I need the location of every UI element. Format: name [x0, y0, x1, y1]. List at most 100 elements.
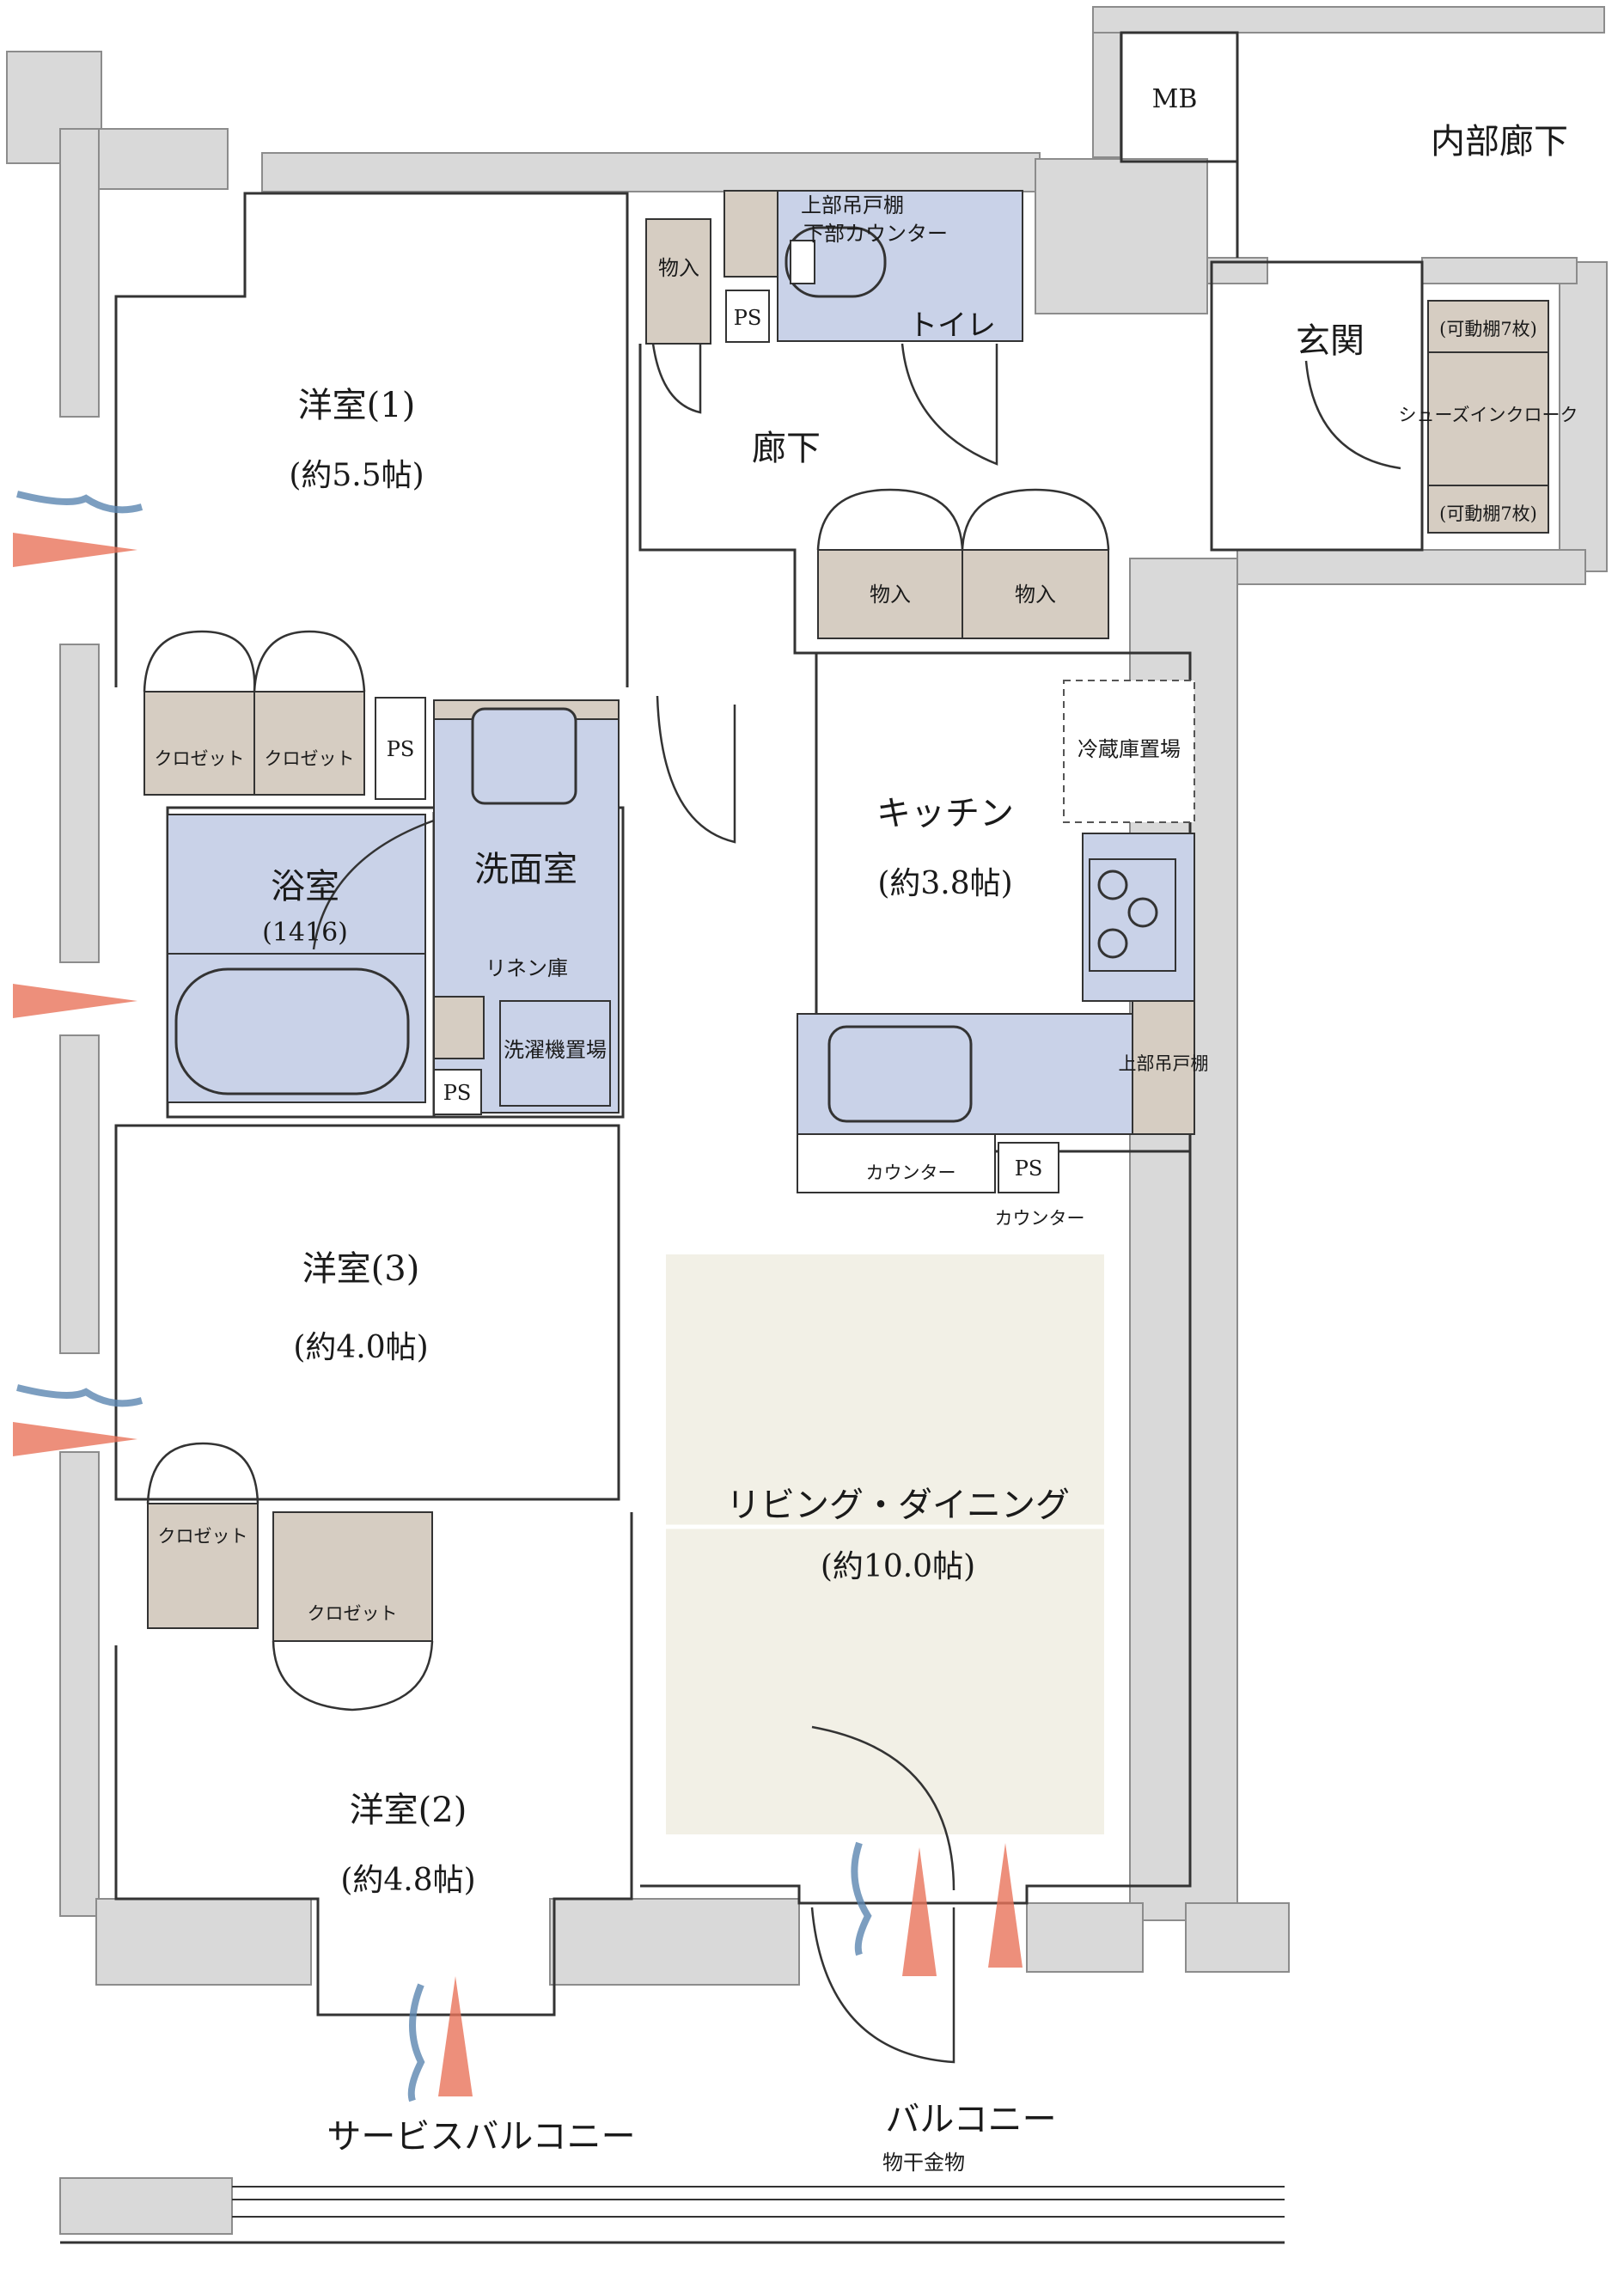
corridor-name: 廊下	[752, 429, 821, 468]
airflow-warm-bath	[13, 984, 137, 1018]
airflow-warm-ld-2	[988, 1843, 1023, 1968]
stove-burner-1	[1097, 870, 1128, 900]
closet-doors-w1	[143, 630, 366, 693]
storage-corridor-label: 物入	[658, 256, 699, 280]
living-name: リビング・ダイニング	[726, 1486, 1070, 1525]
outline-entrance	[1210, 260, 1424, 552]
toilet-upper-cabinet	[723, 190, 778, 278]
closet-w1-b-label: クロゼット	[265, 748, 355, 769]
fridge-label: 冷蔵庫置場	[1078, 737, 1181, 761]
drying-hardware-label: 物干金物	[882, 2151, 965, 2175]
wall-bottom-mid	[549, 1898, 800, 1986]
mb-label: MB	[1152, 84, 1198, 114]
closet-w3-label: クロゼット	[158, 1526, 248, 1547]
ps-toilet-box	[725, 290, 770, 343]
wall-left-lower	[59, 1034, 100, 1354]
outline-living	[640, 1147, 1192, 1905]
storage-corridor-small	[645, 218, 711, 345]
living-area	[666, 1254, 1104, 1834]
linen-cabinet	[433, 996, 485, 1059]
ps-kitchen-box	[998, 1142, 1059, 1193]
western2-name: 洋室(2)	[350, 1791, 467, 1830]
kitchen-name: キッチン	[876, 794, 1014, 833]
outline-western2	[114, 1512, 633, 2017]
washer-space	[499, 1000, 611, 1107]
kitchen-counter	[797, 1133, 996, 1193]
airflow-warm-w2	[438, 1976, 473, 2096]
bath-name: 浴室	[271, 867, 339, 906]
door-swings	[143, 343, 1401, 2064]
wash-basin	[471, 707, 577, 805]
storage-kitchen-a	[817, 549, 963, 639]
toilet-tank	[790, 240, 815, 284]
fixtures	[60, 190, 1549, 2244]
door-swing-balcony-out	[810, 1907, 955, 2064]
door-swing-toilet	[901, 343, 998, 466]
closet-w3	[147, 1503, 259, 1629]
door-swing-balcony	[811, 1725, 955, 1891]
storage-doors-kitchen	[816, 488, 1110, 551]
inner-corridor-name: 内部廊下	[1431, 122, 1568, 162]
door-swing-bath	[312, 819, 435, 950]
wall-bottom-left	[95, 1898, 312, 1986]
shoe-closet-label: シューズインクローク	[1399, 405, 1578, 425]
airflow-cool-ld	[851, 1841, 872, 1956]
closet-doors-w2	[272, 1640, 434, 1712]
western1-name: 洋室(1)	[298, 386, 416, 425]
airflow-warm-w3	[13, 1422, 137, 1456]
ps-wash-box	[433, 1069, 482, 1115]
room-labels: 洋室(1) (約5.5帖) 洋室(3) (約4.0帖) 洋室(2) (約4.8帖…	[262, 122, 1568, 2157]
kitchen-cabinet-label: 上部吊戸棚	[1119, 1053, 1209, 1074]
toilet-room	[777, 190, 1023, 342]
service-balcony-name: サービスバルコニー	[327, 2117, 635, 2157]
balcony-name: バルコニー	[885, 2100, 1056, 2139]
closet-w2	[272, 1511, 433, 1642]
room-outlines	[114, 31, 1424, 2017]
door-swing-entrance	[1304, 360, 1401, 470]
ps-wash-label: PS	[443, 1081, 472, 1105]
western1-area: (約5.5帖)	[289, 458, 424, 493]
entrance-name: 玄関	[1296, 321, 1365, 361]
linen-label: リネン庫	[485, 956, 568, 980]
western2-area: (約4.8帖)	[340, 1863, 475, 1898]
closet-w2-label: クロゼット	[308, 1603, 398, 1624]
door-swing-corridor-1	[651, 343, 702, 414]
wall-top-hatch	[261, 152, 1041, 192]
kitchen-sink	[827, 1025, 973, 1123]
washroom-name: 洗面室	[474, 850, 577, 889]
wall-right-bottom-step	[1185, 1902, 1290, 1973]
wall-left-upper	[59, 128, 100, 418]
outline-western1	[114, 192, 629, 687]
toilet-name: トイレ	[908, 308, 996, 343]
ps-kitchen-label: PS	[1015, 1156, 1043, 1181]
airflow-cool-w2	[407, 1983, 425, 2102]
ps-toilet-label: PS	[734, 306, 762, 330]
shoe-closet	[1427, 300, 1549, 534]
ps-w1-box	[375, 697, 426, 800]
outline-corridor	[638, 344, 825, 655]
closet-doors-w3	[146, 1442, 259, 1504]
wall-column-tl	[98, 128, 229, 190]
counter-label-1: カウンター	[866, 1162, 956, 1183]
shoe-closet-shelf-top: (可動棚7枚)	[1439, 319, 1537, 339]
fridge-space	[1063, 680, 1195, 823]
airflow-warm-w1	[13, 533, 137, 567]
closet-w1-a	[143, 691, 255, 796]
door-swing-w1	[656, 695, 736, 844]
closet-w1-b	[253, 691, 365, 796]
storage-kitchen-a-label: 物入	[870, 583, 911, 607]
fixture-labels: MB 上部吊戸棚 下部カウンター 物入 PS 物入 物入 クロゼット クロゼット…	[155, 84, 1578, 2175]
wall-block-toilet-right	[1035, 158, 1208, 314]
western3-name: 洋室(3)	[302, 1249, 420, 1289]
structure-walls	[6, 6, 1608, 2235]
wall-entrance-top	[1421, 257, 1578, 284]
wall-bottom-right	[1026, 1902, 1144, 1973]
bath-tub	[174, 967, 410, 1095]
stove-burner-3	[1097, 928, 1128, 959]
living-area-label: (約10.0帖)	[821, 1549, 975, 1584]
airflow-warm-ld-1	[902, 1847, 937, 1976]
stove-burner-2	[1127, 897, 1158, 928]
airflow-cool-w1	[16, 491, 143, 514]
western3-area: (約4.0帖)	[293, 1330, 428, 1365]
